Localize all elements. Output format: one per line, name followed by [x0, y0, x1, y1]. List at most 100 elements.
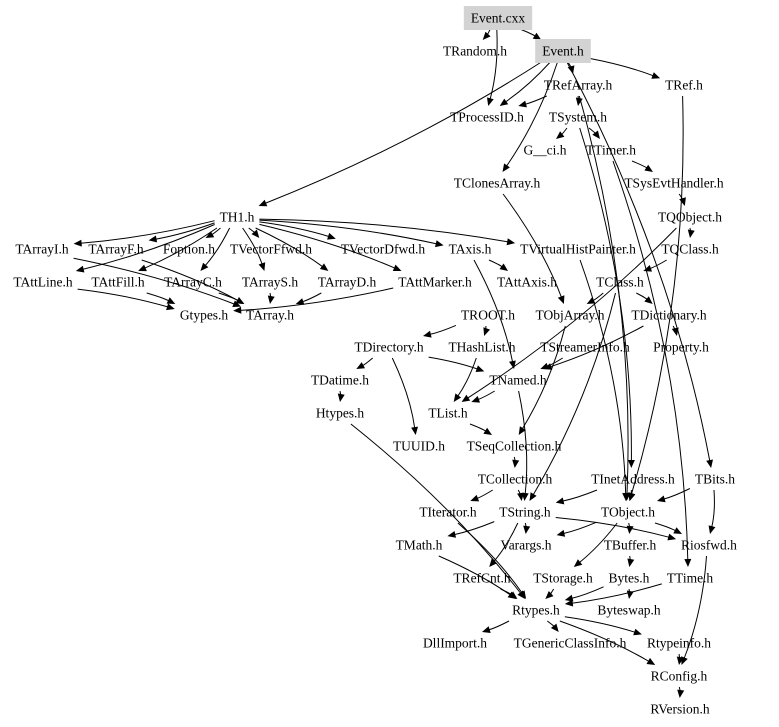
edge-tqclass-h-to-tclass-h — [649, 259, 667, 270]
graph-node-tarrayc-h[interactable]: TArrayC.h — [164, 275, 222, 290]
graph-node-tqobject-h[interactable]: TQObject.h — [658, 210, 722, 225]
node-label: Event.cxx — [471, 11, 526, 26]
graph-node-ttime-h[interactable]: TTime.h — [667, 571, 714, 586]
edge-tmath-h-to-rtypes-h — [438, 555, 511, 596]
arrowhead-icon — [706, 459, 713, 468]
graph-node-tarrayf-h[interactable]: TArrayF.h — [88, 242, 143, 257]
graph-node-troot-h[interactable]: TROOT.h — [461, 308, 515, 323]
edge-tnamed-h-to-tstring-h — [518, 390, 528, 495]
graph-node-tarrays-h[interactable]: TArrayS.h — [242, 275, 299, 290]
graph-node-rtypes-h[interactable]: Rtypes.h — [512, 603, 560, 618]
edge-tsystem-h-to-tinetaddress-h — [579, 127, 632, 462]
graph-node-taxis-h[interactable]: TAxis.h — [449, 242, 492, 257]
arrowhead-icon — [627, 558, 635, 567]
graph-node-tattmarker-h[interactable]: TAttMarker.h — [398, 275, 472, 290]
arrowhead-icon — [327, 232, 336, 240]
graph-node-tclonesarray-h[interactable]: TClonesArray.h — [454, 176, 541, 191]
graph-node-ttimer-h[interactable]: TTimer.h — [586, 143, 636, 158]
graph-node-tobject-h[interactable]: TObject.h — [601, 505, 655, 520]
graph-node-tclass-h[interactable]: TClass.h — [596, 275, 644, 290]
arrowhead-icon — [483, 427, 492, 435]
node-label: DllImport.h — [423, 636, 487, 651]
edge-tattline-h-to-gtypes-h — [77, 288, 169, 308]
graph-node-gtypes-h[interactable]: Gtypes.h — [180, 308, 229, 323]
graph-node-tvectordfwd-h[interactable]: TVectorDfwd.h — [341, 242, 426, 257]
graph-node-tarrayi-h[interactable]: TArrayI.h — [15, 242, 69, 257]
edge-ttimer-h-to-tsysevthandler-h — [631, 160, 648, 169]
node-label: TBits.h — [695, 472, 735, 487]
graph-node-tseqcollection-h[interactable]: TSeqCollection.h — [467, 439, 562, 454]
node-label: TNamed.h — [489, 373, 547, 388]
graph-node-tdatime-h[interactable]: TDatime.h — [311, 373, 369, 388]
graph-node-byteswap-h[interactable]: Byteswap.h — [597, 603, 661, 618]
node-label: TDatime.h — [311, 373, 369, 388]
graph-node-tstring-h[interactable]: TString.h — [499, 505, 551, 520]
graph-node-tobjarray-h[interactable]: TObjArray.h — [536, 308, 605, 323]
graph-node-tsystem-h[interactable]: TSystem.h — [549, 110, 607, 125]
graph-node-tcollection-h[interactable]: TCollection.h — [478, 472, 553, 487]
graph-node-tdirectory-h[interactable]: TDirectory.h — [354, 340, 423, 355]
edge-tobject-h-to-riosfwd-h — [654, 522, 677, 532]
node-label: Event.h — [542, 44, 584, 59]
arrowhead-icon — [521, 492, 529, 501]
graph-node-th1-h[interactable]: TH1.h — [220, 210, 255, 225]
graph-node-tmath-h[interactable]: TMath.h — [396, 538, 443, 553]
graph-node-tstorage-h[interactable]: TStorage.h — [533, 571, 593, 586]
graph-node-property-h[interactable]: Property.h — [653, 340, 709, 355]
graph-node-tuuid-h[interactable]: TUUID.h — [393, 439, 445, 454]
graph-node-tprocessid-h[interactable]: TProcessID.h — [450, 110, 524, 125]
graph-node-event-h[interactable]: Event.h — [535, 39, 591, 63]
graph-node-tbits-h[interactable]: TBits.h — [695, 472, 735, 487]
node-label: Htypes.h — [316, 406, 365, 421]
graph-node-tvirtualhistpainter-h[interactable]: TVirtualHistPainter.h — [520, 242, 636, 257]
graph-node-bytes-h[interactable]: Bytes.h — [609, 571, 650, 586]
graph-node-tattaxis-h[interactable]: TAttAxis.h — [497, 275, 557, 290]
graph-node-tarrayd-h[interactable]: TArrayD.h — [318, 275, 377, 290]
graph-node-tattline-h[interactable]: TAttLine.h — [13, 275, 73, 290]
graph-node-tinetaddress-h[interactable]: TInetAddress.h — [591, 472, 675, 487]
graph-node-tarray-h[interactable]: TArray.h — [246, 308, 294, 323]
graph-node-tsysevthandler-h[interactable]: TSysEvtHandler.h — [624, 176, 724, 191]
graph-node-rconfig-h[interactable]: RConfig.h — [651, 669, 708, 684]
graph-node-varargs-h[interactable]: Varargs.h — [500, 538, 551, 553]
graph-node-tvectorffwd-h[interactable]: TVectorFfwd.h — [230, 242, 312, 257]
edge-event-cxx-to-event-h — [519, 28, 536, 37]
arrowhead-icon — [200, 262, 209, 271]
arrowhead-icon — [75, 265, 85, 273]
arrowhead-icon — [651, 72, 661, 79]
graph-node-trefcnt-h[interactable]: TRefCnt.h — [453, 571, 511, 586]
graph-node-tattfill-h[interactable]: TAttFill.h — [91, 275, 145, 290]
node-label: TGenericClassInfo.h — [514, 636, 627, 651]
arrowhead-icon — [233, 306, 242, 314]
arrowhead-icon — [235, 297, 245, 304]
graph-node-dllimport-h[interactable]: DllImport.h — [423, 636, 487, 651]
arrowhead-icon — [671, 327, 679, 336]
edge-thashlist-h-to-tlist-h — [457, 357, 477, 397]
graph-node-tlist-h[interactable]: TList.h — [428, 406, 468, 421]
edge-tstring-h-to-riosfwd-h — [555, 517, 670, 538]
graph-node-tgenericclassinfo-h[interactable]: TGenericClassInfo.h — [514, 636, 627, 651]
graph-node-trefarray-h[interactable]: TRefArray.h — [544, 78, 613, 93]
graph-node-rversion-h[interactable]: RVersion.h — [650, 702, 710, 717]
graph-node-htypes-h[interactable]: Htypes.h — [316, 406, 365, 421]
graph-node-tqclass-h[interactable]: TQClass.h — [661, 242, 719, 257]
graph-node-rtypeinfo-h[interactable]: Rtypeinfo.h — [647, 636, 711, 651]
graph-node-titerator-h[interactable]: TIterator.h — [419, 505, 477, 520]
graph-node-tstreamerinfo-h[interactable]: TStreamerInfo.h — [540, 340, 630, 355]
arrowhead-icon — [470, 494, 480, 502]
graph-node-riosfwd-h[interactable]: Riosfwd.h — [681, 538, 737, 553]
graph-node-g-ci-h[interactable]: G__ci.h — [523, 143, 566, 158]
graph-node-tbuffer-h[interactable]: TBuffer.h — [604, 538, 657, 553]
arrowhead-icon — [644, 164, 653, 172]
graph-node-event-cxx[interactable]: Event.cxx — [463, 6, 533, 30]
node-label: Byteswap.h — [597, 603, 661, 618]
node-label: TBuffer.h — [604, 538, 657, 553]
graph-node-tnamed-h[interactable]: TNamed.h — [489, 373, 547, 388]
graph-node-tdictionary-h[interactable]: TDictionary.h — [631, 308, 706, 323]
graph-node-thashlist-h[interactable]: THashList.h — [448, 340, 515, 355]
arrowhead-icon — [622, 492, 630, 501]
graph-node-tref-h[interactable]: TRef.h — [665, 78, 703, 93]
graph-node-trandom-h[interactable]: TRandom.h — [443, 44, 507, 59]
graph-node-foption-h[interactable]: Foption.h — [163, 242, 215, 257]
arrowhead-icon — [556, 131, 565, 139]
